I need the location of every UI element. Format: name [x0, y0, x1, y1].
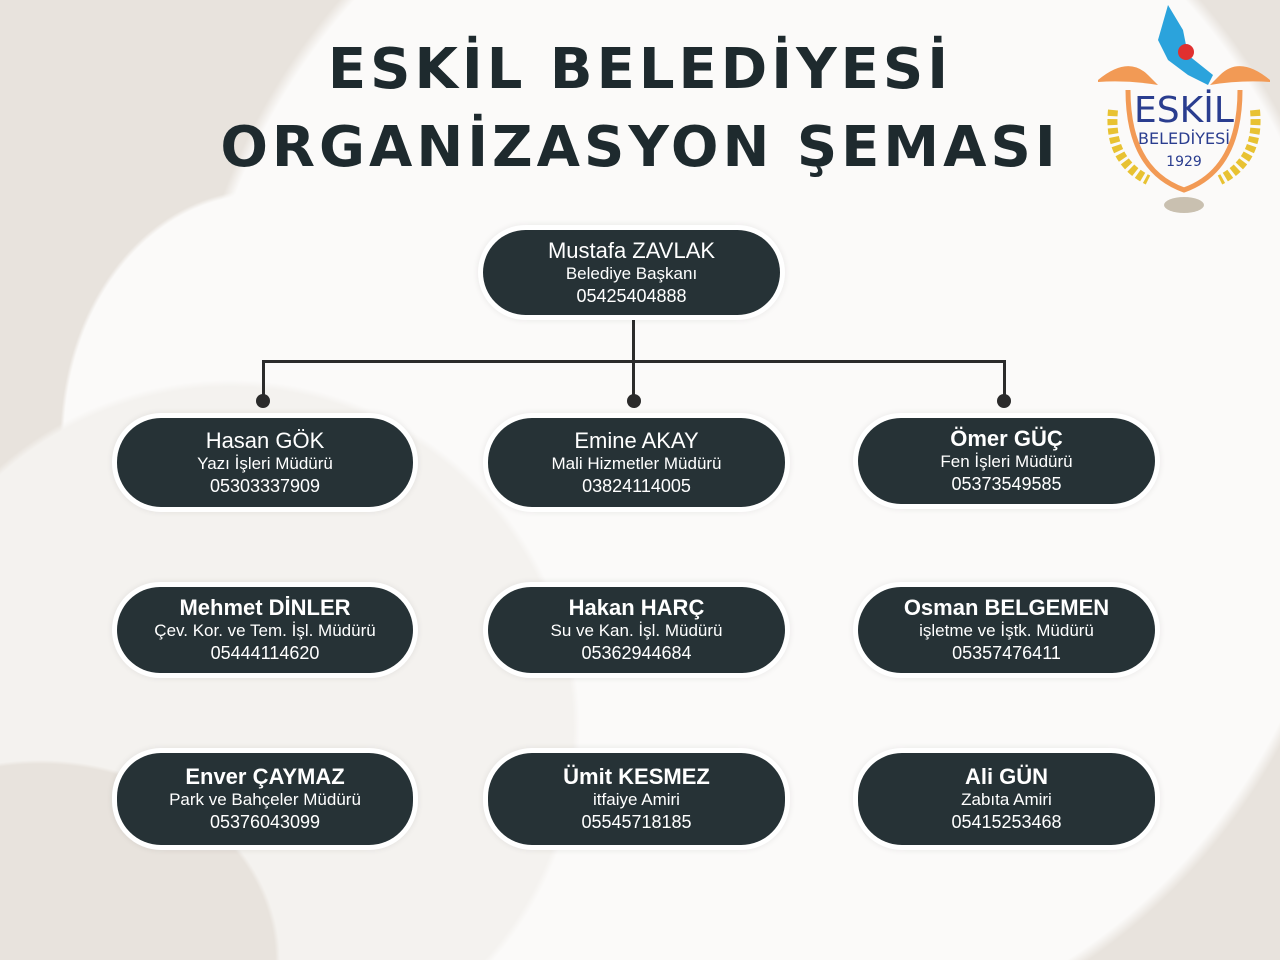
person-role: Belediye Başkanı: [565, 263, 698, 283]
org-card: Ali GÜN Zabıta Amiri 05415253468: [858, 753, 1155, 845]
person-name: Enver ÇAYMAZ: [185, 764, 345, 789]
person-name: Hakan HARÇ: [568, 595, 705, 620]
connector-vertical: [632, 315, 635, 403]
person-name: Ömer GÜÇ: [950, 426, 1063, 451]
person-name: Mustafa ZAVLAK: [547, 237, 716, 263]
person-role: Zabıta Amiri: [961, 790, 1052, 809]
svg-text:BELEDİYESİ: BELEDİYESİ: [1138, 129, 1230, 148]
connector-dot: [256, 394, 270, 408]
person-role: Çev. Kor. ve Tem. İşl. Müdürü: [154, 621, 376, 640]
person-name: Ali GÜN: [964, 764, 1049, 789]
org-card: Osman BELGEMEN işletme ve İştk. Müdürü 0…: [858, 587, 1155, 673]
person-name: Emine AKAY: [574, 427, 699, 453]
connector-dot: [997, 394, 1011, 408]
person-role: işletme ve İştk. Müdürü: [919, 621, 1094, 640]
person-name: Mehmet DİNLER: [179, 595, 351, 620]
person-phone: 05545718185: [581, 812, 692, 832]
org-card: Hakan HARÇ Su ve Kan. İşl. Müdürü 053629…: [488, 587, 785, 673]
org-card: Hasan GÖK Yazı İşleri Müdürü 05303337909: [117, 418, 413, 507]
person-role: Su ve Kan. İşl. Müdürü: [550, 621, 723, 640]
page-title-line1: ESKİL BELEDİYESİ: [327, 37, 953, 102]
person-role: itfaiye Amiri: [593, 790, 680, 809]
person-phone: 05373549585: [951, 474, 1062, 494]
municipality-logo: ESKİL BELEDİYESİ 1929: [1098, 5, 1270, 213]
person-phone: 05362944684: [581, 643, 692, 663]
connector-dot: [627, 394, 641, 408]
person-phone: 05425404888: [576, 285, 687, 306]
org-card: Ümit KESMEZ itfaiye Amiri 05545718185: [488, 753, 785, 845]
person-phone: 05357476411: [952, 643, 1061, 663]
person-name: Osman BELGEMEN: [903, 595, 1110, 620]
person-role: Park ve Bahçeler Müdürü: [169, 790, 361, 809]
svg-text:1929: 1929: [1166, 154, 1202, 170]
page-title-line2: ORGANİZASYON ŞEMASI: [220, 115, 1060, 180]
org-card: Ömer GÜÇ Fen İşleri Müdürü 05373549585: [858, 418, 1155, 504]
person-phone: 05376043099: [209, 812, 321, 832]
person-phone: 05444114620: [210, 643, 320, 663]
person-role: Fen İşleri Müdürü: [940, 452, 1073, 471]
org-card-mayor: Mustafa ZAVLAK Belediye Başkanı 05425404…: [483, 230, 780, 315]
person-role: Yazı İşleri Müdürü: [197, 453, 333, 473]
person-role: Mali Hizmetler Müdürü: [551, 453, 722, 473]
org-card: Mehmet DİNLER Çev. Kor. ve Tem. İşl. Müd…: [117, 587, 413, 673]
org-card: Enver ÇAYMAZ Park ve Bahçeler Müdürü 053…: [117, 753, 413, 845]
connector-right: [1003, 360, 1006, 400]
person-name: Hasan GÖK: [205, 427, 325, 453]
person-name: Ümit KESMEZ: [563, 764, 710, 789]
org-card: Emine AKAY Mali Hizmetler Müdürü 0382411…: [488, 418, 785, 507]
person-phone: 03824114005: [582, 475, 691, 496]
connector-horizontal: [262, 360, 1006, 363]
svg-text:ESKİL: ESKİL: [1134, 89, 1234, 131]
person-phone: 05303337909: [209, 475, 321, 496]
connector-left: [262, 360, 265, 400]
person-phone: 05415253468: [951, 812, 1062, 832]
